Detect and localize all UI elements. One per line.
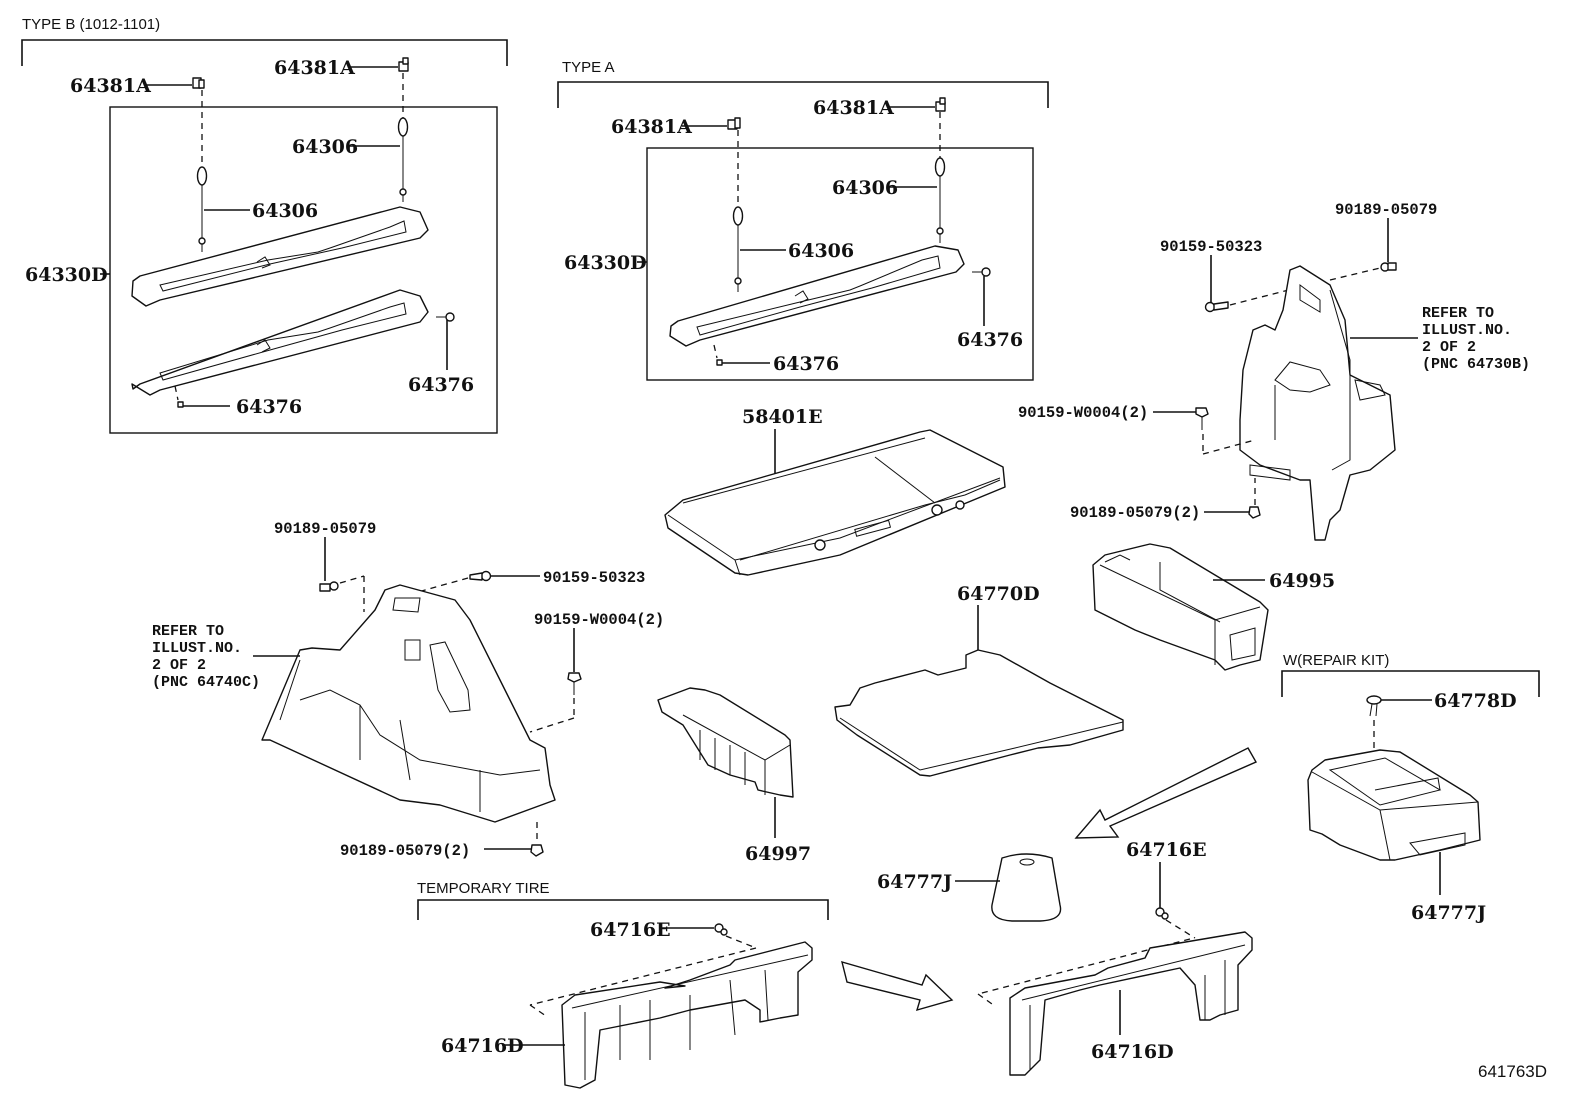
clip-icon: [1248, 506, 1261, 519]
label-floor-mat[interactable]: 64770D: [957, 583, 1040, 605]
group-label-temporary-tire: TEMPORARY TIRE: [417, 880, 550, 897]
label-right-clip-bottom[interactable]: 90189-05079(2): [1070, 504, 1200, 522]
group-type-b: TYPE B (1012-1101) 64381A 64381A 64306: [21, 16, 508, 434]
label-grommet-right-a[interactable]: 64376: [957, 329, 1023, 351]
label-clip-right-b[interactable]: 64381A: [274, 57, 355, 79]
label-strap-right-a[interactable]: 64306: [832, 177, 898, 199]
group-bottom-parts: 64777J 64716E 64716D TEMPORARY TIRE 6471…: [417, 839, 1253, 1089]
storage-box-left-icon: [657, 687, 794, 798]
label-repair-kit-screw[interactable]: 64778D: [1434, 690, 1517, 712]
label-grommet-right-b[interactable]: 64376: [408, 374, 474, 396]
strap-icon: [732, 206, 744, 292]
grommet-icon: [174, 385, 184, 408]
label-clip-left-b[interactable]: 64381A: [70, 75, 151, 97]
label-sill-plate-temp-tire[interactable]: 64716D: [441, 1035, 524, 1057]
clip-icon: [1155, 907, 1169, 920]
group-label-repair-kit: W(REPAIR KIT): [1283, 652, 1389, 669]
strap-icon: [196, 166, 208, 252]
label-tonneau-cover-b[interactable]: 64330D: [25, 264, 108, 286]
screw-icon: [567, 672, 582, 695]
refer-note-right-line1: REFER TO: [1422, 305, 1494, 322]
label-left-clip-bottom[interactable]: 90189-05079(2): [340, 842, 470, 860]
label-clip-right-bottom[interactable]: 64716E: [1126, 839, 1207, 861]
screw-icon: [469, 570, 492, 582]
label-sill-plate-right[interactable]: 64716D: [1091, 1041, 1174, 1063]
tonneau-cover-icon: [131, 206, 429, 396]
label-right-screw-top[interactable]: 90159-50323: [1160, 238, 1262, 256]
quarter-trim-left-icon: [261, 584, 556, 823]
grommet-icon: [972, 267, 991, 277]
label-left-screw-top[interactable]: 90159-50323: [543, 569, 645, 587]
label-right-clip-top[interactable]: 90189-05079: [1335, 201, 1437, 219]
screw-icon: [1204, 301, 1229, 313]
clip-icon: [319, 581, 339, 592]
bracket-temporary-tire: [417, 899, 829, 920]
diagram-reference-number: 641763D: [1478, 1062, 1547, 1081]
grommet-icon: [436, 312, 455, 322]
group-center-parts: 58401E 64770D 64995: [657, 406, 1335, 865]
clip-icon: [1380, 262, 1397, 272]
label-grommet-left-a[interactable]: 64376: [773, 353, 839, 375]
quarter-trim-right-icon: [1239, 265, 1396, 541]
label-clip-left-a[interactable]: 64381A: [611, 116, 692, 138]
refer-note-left-line3: 2 OF 2: [152, 657, 206, 674]
floor-mat-icon: [834, 649, 1124, 777]
label-spacer-cone[interactable]: 64777J: [877, 871, 952, 893]
storage-box-right-icon: [1092, 543, 1269, 671]
label-right-screw-mid[interactable]: 90159-W0004(2): [1018, 404, 1148, 422]
clip-icon: [714, 923, 728, 936]
clip-icon: [192, 77, 205, 89]
spacer-block-icon: [1307, 749, 1481, 861]
group-left-trim: 90189-05079 90159-50323 90159-W0004(2): [152, 520, 664, 860]
clip-icon: [935, 97, 946, 112]
deck-board-icon: [664, 429, 1006, 576]
refer-note-right-line2: ILLUST.NO.: [1422, 322, 1512, 339]
clip-icon: [530, 844, 544, 857]
label-deck-board[interactable]: 58401E: [742, 406, 823, 428]
label-repair-kit-spacer[interactable]: 64777J: [1411, 902, 1486, 924]
group-type-a: TYPE A 64381A 64381A 64306 643: [557, 59, 1049, 381]
label-storage-box-left[interactable]: 64997: [745, 843, 811, 865]
direction-arrow-icon: [1074, 747, 1257, 839]
refer-note-left-line1: REFER TO: [152, 623, 224, 640]
screw-icon: [1195, 407, 1209, 430]
bracket-type-b: [21, 39, 508, 66]
label-strap-left-a[interactable]: 64306: [788, 240, 854, 262]
clip-icon: [727, 117, 741, 130]
box-type-b: [109, 106, 498, 434]
label-grommet-left-b[interactable]: 64376: [236, 396, 302, 418]
refer-note-left-line2: ILLUST.NO.: [152, 640, 242, 657]
bracket-type-a: [557, 81, 1049, 108]
spacer-cone-icon: [991, 853, 1062, 922]
group-label-type-b: TYPE B (1012-1101): [22, 16, 160, 33]
tonneau-cover-icon: [669, 245, 965, 347]
clip-icon: [398, 57, 409, 72]
refer-note-right-line4: (PNC 64730B): [1422, 356, 1530, 373]
label-strap-right-b[interactable]: 64306: [292, 136, 358, 158]
group-repair-kit: W(REPAIR KIT) 64778D 64777J: [1281, 652, 1540, 924]
sill-plate-right-icon: [1009, 931, 1253, 1076]
group-right-trim: 90189-05079 90159-50323 REFER TO ILLUST.…: [1018, 201, 1530, 541]
label-clip-temp-tire[interactable]: 64716E: [590, 919, 671, 941]
label-strap-left-b[interactable]: 64306: [252, 200, 318, 222]
group-label-type-a: TYPE A: [562, 59, 615, 76]
label-tonneau-cover-a[interactable]: 64330D: [564, 252, 647, 274]
sill-plate-temp-tire-icon: [561, 941, 813, 1089]
bracket-repair-kit: [1281, 670, 1540, 697]
box-type-a: [646, 147, 1034, 381]
label-storage-box-right[interactable]: 64995: [1269, 570, 1335, 592]
label-clip-right-a[interactable]: 64381A: [813, 97, 894, 119]
refer-note-right-line3: 2 OF 2: [1422, 339, 1476, 356]
grommet-icon: [713, 344, 723, 366]
strap-icon: [934, 157, 946, 243]
direction-arrow-icon: [841, 960, 954, 1012]
label-left-screw-mid[interactable]: 90159-W0004(2): [534, 611, 664, 629]
screw-icon: [1366, 695, 1382, 717]
strap-icon: [397, 117, 409, 202]
label-left-clip-top[interactable]: 90189-05079: [274, 520, 376, 538]
refer-note-left-line4: (PNC 64740C): [152, 674, 260, 691]
